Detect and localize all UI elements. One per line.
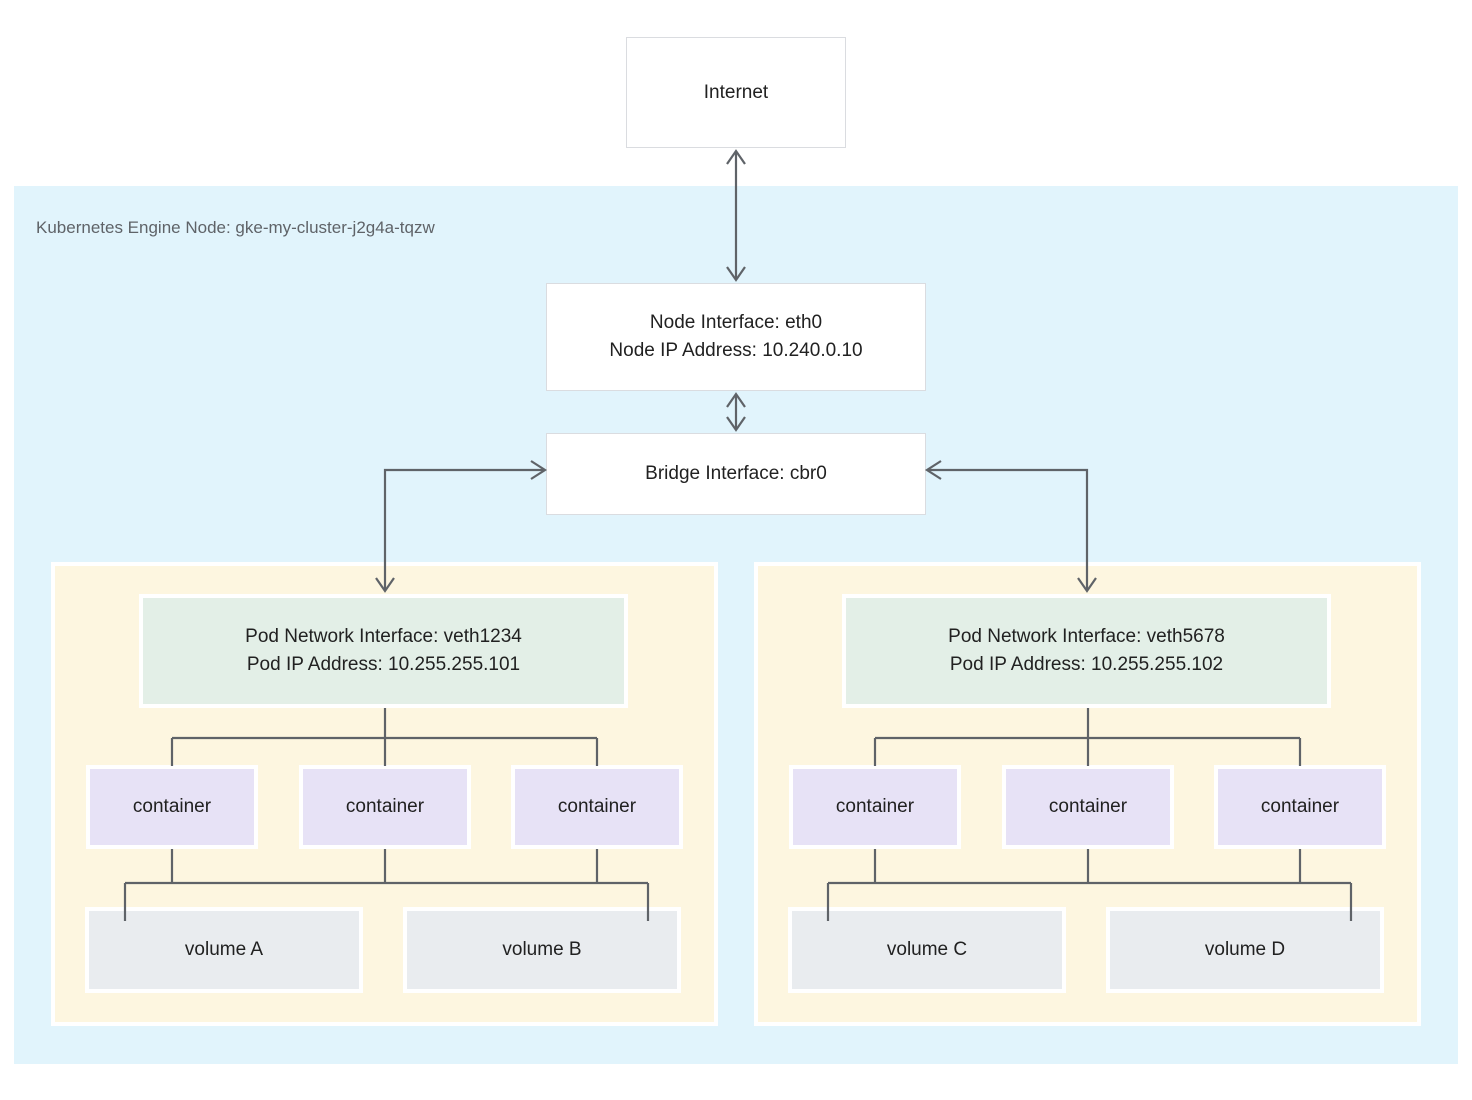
pod-1-container-3: container [511, 765, 683, 849]
pod-1-network-interface-box: Pod Network Interface: veth1234 Pod IP A… [139, 594, 628, 708]
pod-1-container-1: container [86, 765, 258, 849]
pod-1-interface-line2: Pod IP Address: 10.255.255.101 [246, 654, 521, 675]
bridge-interface-label: Bridge Interface: cbr0 [645, 463, 827, 484]
container-label: container [345, 796, 425, 817]
arrowhead-up-icon [726, 149, 746, 165]
pod-2-container-1: container [789, 765, 961, 849]
volume-label: volume A [184, 939, 264, 960]
volume-label: volume C [886, 939, 968, 960]
pod-2-network-interface-box: Pod Network Interface: veth5678 Pod IP A… [842, 594, 1331, 708]
pod-2-container-2: container [1002, 765, 1174, 849]
node-interface-box: Node Interface: eth0 Node IP Address: 10… [546, 283, 926, 391]
volume-label: volume B [502, 939, 582, 960]
node-interface-line1: Node Interface: eth0 [649, 312, 823, 333]
container-label: container [1048, 796, 1128, 817]
kubernetes-node-label: Kubernetes Engine Node: gke-my-cluster-j… [36, 218, 435, 237]
bridge-interface-box: Bridge Interface: cbr0 [546, 433, 926, 515]
pod-2-container-3: container [1214, 765, 1386, 849]
pod-1-volume-a: volume A [85, 907, 363, 993]
container-label: container [557, 796, 637, 817]
container-label: container [1260, 796, 1340, 817]
pod-2-interface-line1: Pod Network Interface: veth5678 [948, 626, 1225, 647]
pod-1-volume-b: volume B [403, 907, 681, 993]
internet-box: Internet [626, 37, 846, 148]
node-interface-line2: Node IP Address: 10.240.0.10 [609, 340, 863, 361]
pod-2-volume-d: volume D [1106, 907, 1384, 993]
pod-2-volume-c: volume C [788, 907, 1066, 993]
container-label: container [835, 796, 915, 817]
pod-1-container-2: container [299, 765, 471, 849]
container-label: container [132, 796, 212, 817]
pod-1-interface-line1: Pod Network Interface: veth1234 [245, 626, 522, 647]
volume-label: volume D [1204, 939, 1286, 960]
internet-label: Internet [703, 81, 769, 103]
pod-2-interface-line2: Pod IP Address: 10.255.255.102 [949, 654, 1224, 675]
